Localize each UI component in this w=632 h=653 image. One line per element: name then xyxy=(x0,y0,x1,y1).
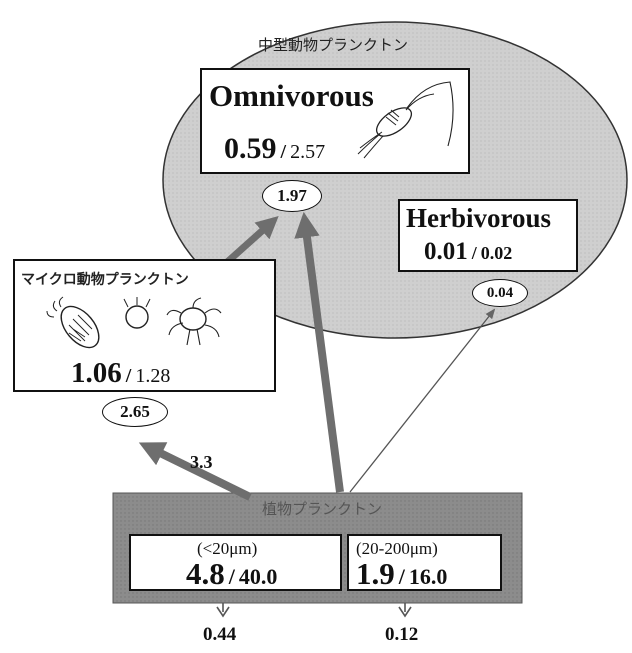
microzooplankton-value-b: 1.28 xyxy=(135,365,171,387)
microzooplankton-icons xyxy=(46,296,222,349)
herbivorous-value-b: 0.02 xyxy=(480,243,513,263)
omnivorous-value-a: 0.59 xyxy=(224,132,277,165)
sinking-value-small: 0.44 xyxy=(203,624,237,645)
arrow-phyto-to-herbivorous xyxy=(349,308,496,493)
omnivorous-values: 0.59 / 2.57 xyxy=(224,132,325,166)
ciliate-icon xyxy=(46,296,100,349)
sinking-value-large: 0.12 xyxy=(385,624,419,645)
herbivorous-box: Herbivorous 0.01 / 0.02 xyxy=(398,199,578,272)
phytoplankton-large-value-a: 1.9 xyxy=(356,556,395,591)
herbivorous-ingestion-oval: 0.04 xyxy=(472,279,528,307)
rotifer-icon xyxy=(123,297,151,329)
phytoplankton-title: 植物プランクトン xyxy=(262,500,383,518)
omnivorous-box: Omnivorous 0.59 / 2.57 xyxy=(200,68,470,174)
omnivorous-ingestion-oval: 1.97 xyxy=(262,180,322,212)
mesozooplankton-title: 中型動物プランクトン xyxy=(258,36,409,54)
phytoplankton-small-value-a: 4.8 xyxy=(186,556,225,591)
phytoplankton-large-slash: / xyxy=(398,564,405,589)
microzooplankton-slash: / xyxy=(125,365,132,387)
sinking-arrow-small xyxy=(216,603,230,618)
herbivorous-label: Herbivorous xyxy=(406,203,552,233)
microzooplankton-ingestion-oval: 2.65 xyxy=(102,397,168,427)
flow-label-phyto-to-micro: 3.3 xyxy=(190,452,213,472)
copepod-icon xyxy=(357,81,454,159)
omnivorous-label: Omnivorous xyxy=(209,78,374,113)
omnivorous-value-b: 2.57 xyxy=(290,141,326,163)
herbivorous-slash: / xyxy=(471,243,477,263)
arrow-phyto-to-omnivorous xyxy=(294,211,344,493)
arrow-phyto-to-micro xyxy=(138,442,252,501)
arrow-micro-to-omnivorous xyxy=(222,216,279,267)
sinking-arrow-large xyxy=(398,603,412,618)
phytoplankton-small-size: (<20μm) xyxy=(197,539,258,558)
microzooplankton-box: マイクロ動物プランクトン 1.06 / 1.28 xyxy=(13,259,276,392)
phytoplankton-small-slash: / xyxy=(228,564,235,589)
phytoplankton-small-values: 4.8 / 40.0 xyxy=(186,556,277,592)
herbivorous-values: 0.01 / 0.02 xyxy=(424,238,512,266)
microzooplankton-values: 1.06 / 1.28 xyxy=(71,357,170,390)
phytoplankton-large-size: (20-200μm) xyxy=(356,539,438,558)
microzooplankton-title: マイクロ動物プランクトン xyxy=(21,272,189,288)
phytoplankton-large-values: 1.9 / 16.0 xyxy=(356,556,447,592)
microzooplankton-value-a: 1.06 xyxy=(71,357,122,389)
phytoplankton-small-value-b: 40.0 xyxy=(238,564,278,589)
phytoplankton-large-value-b: 16.0 xyxy=(408,564,448,589)
phytoplankton-large-box: (20-200μm) 1.9 / 16.0 xyxy=(347,534,502,591)
phytoplankton-small-box: (<20μm) 4.8 / 40.0 xyxy=(129,534,342,591)
herbivorous-value-a: 0.01 xyxy=(424,238,468,265)
nauplius-icon xyxy=(166,297,222,346)
omnivorous-slash: / xyxy=(280,141,287,163)
